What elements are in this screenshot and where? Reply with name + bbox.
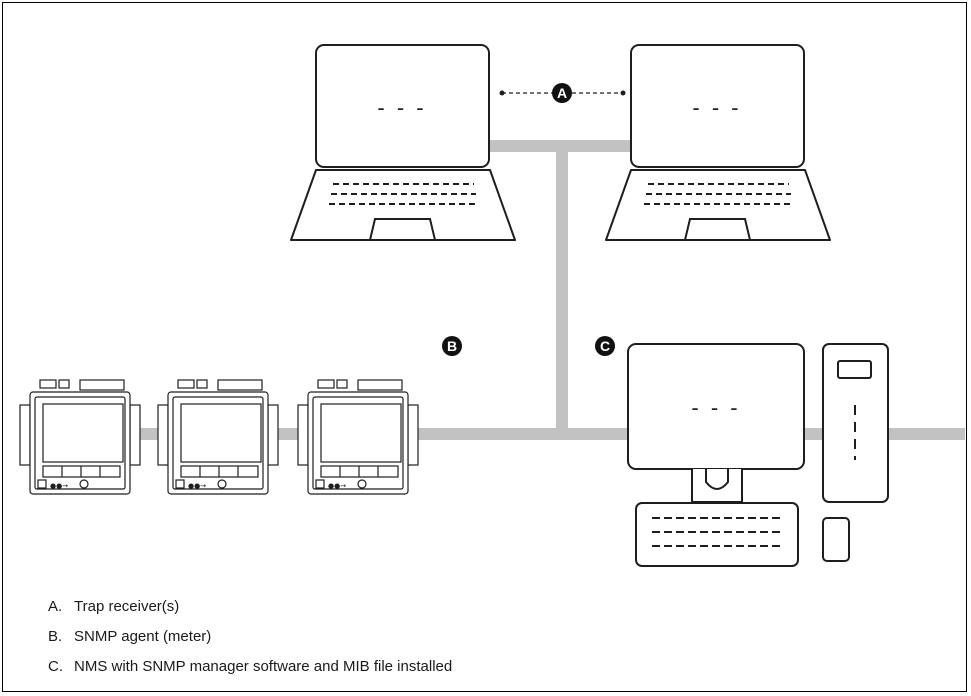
laptop-screen-text: - - - (692, 95, 741, 120)
legend-text: Trap receiver(s) (74, 598, 180, 615)
legend-letter: C. (48, 658, 63, 675)
legend-letter: B. (48, 628, 63, 645)
callout-b: B (442, 336, 462, 356)
vertical-network-line (556, 145, 568, 437)
laptop-screen-text: - - - (377, 95, 426, 120)
desktop-computer-icon: - - - (627, 343, 889, 567)
legend-text: SNMP agent (meter) (74, 628, 212, 645)
legend-item-c: C. NMS with SNMP manager software and MIB… (48, 658, 452, 675)
laptop-icon: - - - (605, 44, 831, 241)
svg-text:●●→: ●●→ (188, 482, 206, 490)
legend-item-b: B. SNMP agent (meter) (48, 628, 211, 645)
meter-icon: ●●→ (157, 379, 279, 495)
legend-text: NMS with SNMP manager software and MIB f… (74, 658, 453, 675)
laptop-network-line (488, 140, 633, 152)
legend-item-a: A. Trap receiver(s) (48, 598, 179, 615)
callout-c: C (595, 336, 615, 356)
callout-a-label: A (557, 85, 567, 101)
trap-receiver-link (499, 90, 626, 96)
callout-b-label: B (447, 338, 457, 354)
callout-a: A (552, 83, 572, 103)
callout-c-label: C (600, 338, 610, 354)
meter-icon: ●●→ (19, 379, 141, 495)
svg-text:●●→: ●●→ (328, 482, 346, 490)
meter-icon: ●●→ (297, 379, 419, 495)
legend-letter: A. (48, 598, 63, 615)
svg-text:●●→: ●●→ (50, 482, 68, 490)
monitor-screen-text: - - - (691, 395, 740, 420)
laptop-icon: - - - (290, 44, 516, 241)
